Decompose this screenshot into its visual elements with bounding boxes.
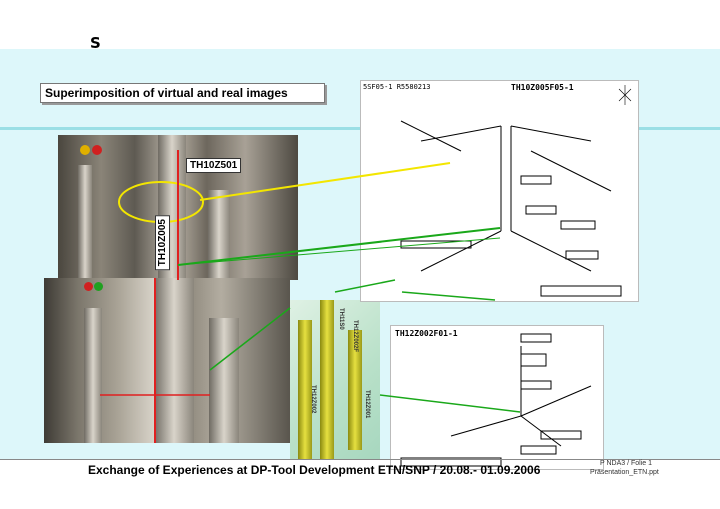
pipe-shape [78,165,92,280]
footer-divider [0,459,720,460]
valve-indicator-icon [84,282,93,291]
file-name: Präsentation_ETN.ppt [590,469,659,476]
pipe-shape [208,190,230,280]
model-3d-render: TH11S0 TH12Z002 TH12Z001 TH12Z002F [290,300,380,460]
model-pipe [298,320,312,460]
slide-info: P NDA3 / Folie 1 Präsentation_ETN.ppt [590,459,659,477]
pipe-shape [84,308,102,443]
model-label: TH11S0 [338,308,344,330]
iso-drawing-code: 5SF05-1 R5580213 [363,83,431,91]
footer-text: Exchange of Experiences at DP-Tool Devel… [88,463,541,477]
model-pipe [320,300,334,460]
model-label: TH12Z002 [310,385,316,414]
iso-drawing-code: TH12Z002F01-1 [395,329,458,338]
label-th10z005: TH10Z005 [155,215,170,271]
label-th10z501: TH10Z501 [186,158,242,173]
isometric-drawing-bottom: TH12Z002F01-1 [390,325,604,470]
valve-indicator-icon [94,282,103,291]
iso-drawing-code: TH10Z005F05-1 [511,83,574,92]
model-label: TH12Z002F [352,320,358,353]
slide-title: Superimposition of virtual and real imag… [40,83,325,103]
model-pipe [348,330,362,450]
iso-drawing-lines [400,333,592,467]
valve-indicator-icon [92,145,102,155]
iso-drawing-lines [400,85,632,297]
plant-photo-lower [44,278,290,443]
slide-ref: P NDA3 / Folie 1 [599,460,652,467]
model-label: TH12Z001 [364,390,370,419]
valve-indicator-icon [80,145,90,155]
pipe-shape [154,278,194,443]
slide-header-letter: S [90,34,101,52]
pipe-shape [209,318,239,443]
isometric-drawing-top: 5SF05-1 R5580213 TH10Z005F05-1 [360,80,639,302]
